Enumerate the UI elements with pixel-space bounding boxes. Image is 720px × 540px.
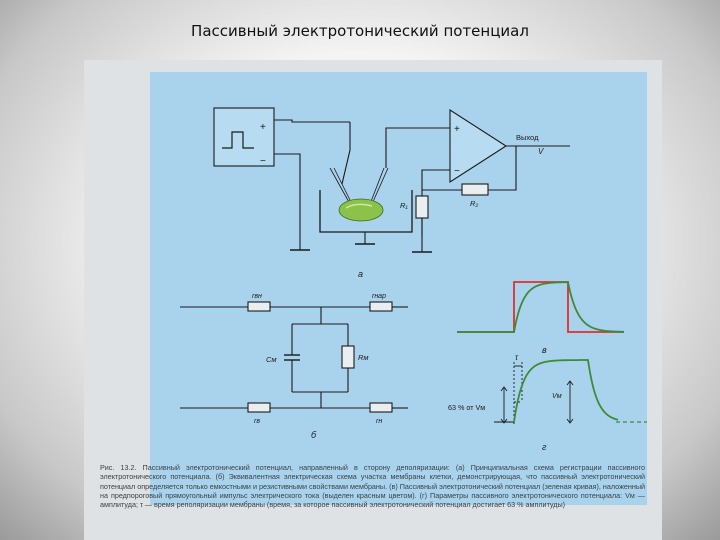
r-bottom-right-label: rн [376, 418, 382, 425]
amp-minus-label: − [454, 166, 460, 177]
panel-b-label: б [311, 430, 317, 440]
tau-label: τ [515, 353, 519, 362]
r-out-label: rнар [372, 293, 386, 300]
output-label: Выход [516, 133, 539, 142]
stim-wire-minus [274, 153, 301, 250]
resistor-r1 [415, 195, 429, 219]
parameters-response-curve [513, 359, 619, 423]
resistor-r2 [461, 183, 489, 196]
resistor-r-out [369, 301, 393, 312]
panel-c-label: в [542, 345, 547, 355]
figure-caption: Рис. 13.2. Пассивный электротонический п… [100, 463, 645, 510]
percent-label: 63 % от Vм [448, 403, 485, 412]
panel-a-label: а [358, 269, 363, 279]
cell [338, 198, 384, 222]
resistor-r-bottom-right [369, 402, 393, 413]
electrode-right [369, 167, 389, 205]
resistor-r-bottom-left [247, 402, 271, 413]
r2-label: R₂ [470, 199, 478, 208]
stim-wire-plus [274, 119, 350, 123]
stim-electrode-wire [341, 122, 351, 185]
op-amp [449, 108, 508, 184]
figure-drawing: + − + − Выход V R₁ R₂ а [180, 107, 647, 452]
slide-title: Пассивный электротонический потенциал [191, 22, 529, 40]
vm-label: Vм [552, 391, 562, 400]
feedback-wire-right [488, 146, 517, 191]
panel-d-label: г [542, 442, 547, 452]
output-v-label: V [538, 147, 544, 156]
stim-plus-label: + [260, 122, 266, 133]
amp-plus-label: + [454, 124, 460, 135]
stim-minus-label: − [260, 156, 266, 167]
bath-vessel [319, 190, 413, 233]
r-in-label: rвн [252, 293, 262, 300]
resistor-rm [341, 345, 355, 369]
passive-response-curve [457, 281, 624, 333]
pulse-symbol-icon [222, 131, 254, 149]
stimulator-box [213, 107, 275, 167]
textbook-page-scan: + − + − Выход V R₁ R₂ а [84, 60, 662, 540]
rec-wire-plus [385, 127, 450, 168]
electrode-left [329, 167, 353, 205]
resistor-r-in [247, 301, 271, 312]
cm-label: Cм [266, 355, 277, 364]
figure-13-2: + − + − Выход V R₁ R₂ а [150, 72, 647, 505]
rm-label: Rм [358, 353, 369, 362]
stimulus-pulse [457, 281, 624, 333]
r1-label: R₁ [400, 201, 408, 210]
r-bottom-left-label: rв [254, 418, 260, 425]
